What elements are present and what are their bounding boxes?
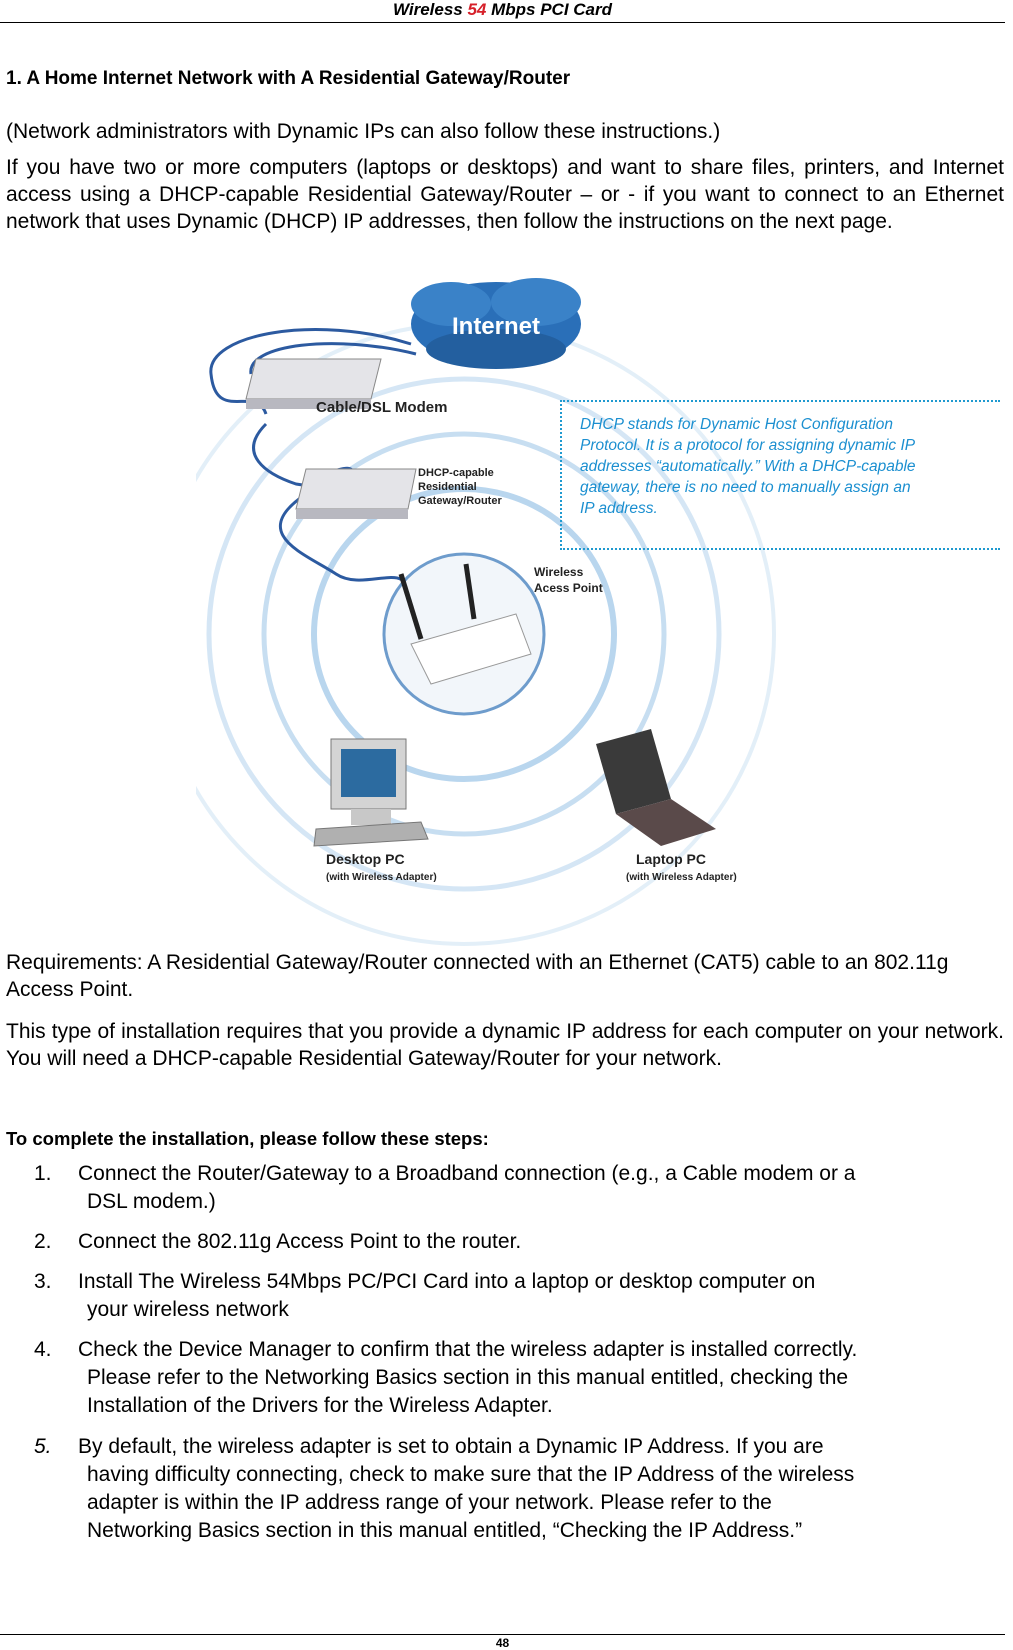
modem-label: Cable/DSL Modem xyxy=(316,399,447,416)
step-item: 3. Install The Wireless 54Mbps PC/PCI Car… xyxy=(34,1268,1009,1324)
callout-line: DHCP stands for Dynamic Host Configurati… xyxy=(580,416,893,433)
intro-body: If you have two or more computers (lapto… xyxy=(6,156,1004,233)
step-text: your wireless network xyxy=(87,1298,289,1321)
modem-cable-2 xyxy=(249,342,417,375)
steps-title: To complete the installation, please fol… xyxy=(6,1128,489,1149)
header-suffix: Mbps PCI Card xyxy=(486,0,613,19)
step-item: 4. Check the Device Manager to confirm th… xyxy=(34,1336,1009,1420)
step-text: Check the Device Manager to confirm that… xyxy=(78,1338,858,1361)
page-number: 48 xyxy=(495,1636,510,1650)
internet-cloud: Internet xyxy=(411,278,581,369)
requirements-text: Requirements: A Residential Gateway/Rout… xyxy=(6,951,949,1001)
install-note: This type of installation requires that … xyxy=(6,1020,1004,1070)
step-text: Installation of the Drivers for the Wire… xyxy=(87,1394,553,1417)
callout-line: IP address. xyxy=(580,500,658,517)
access-point-device xyxy=(382,552,546,716)
step-item: 5. By default, the wireless adapter is se… xyxy=(34,1433,1009,1545)
step-text: Connect the Router/Gateway to a Broadban… xyxy=(78,1162,856,1185)
step-item: 1. Connect the Router/Gateway to a Broadb… xyxy=(34,1160,1009,1216)
desktop-pc-device xyxy=(313,738,429,847)
header-prefix: Wireless xyxy=(392,0,468,19)
dhcp-callout: DHCP stands for Dynamic Host Configurati… xyxy=(560,400,1000,550)
header-accent: 54 xyxy=(467,0,487,19)
step-item: 2. Connect the 802.11g Access Point to th… xyxy=(34,1228,1009,1256)
internet-label: Internet xyxy=(452,313,540,340)
header-divider xyxy=(0,22,1005,23)
step-number: 4. xyxy=(34,1338,52,1361)
step-number: 5. xyxy=(34,1435,52,1458)
step-number: 1. xyxy=(34,1162,52,1185)
modem-device xyxy=(245,358,382,409)
section-title: 1. A Home Internet Network with A Reside… xyxy=(6,68,571,89)
router-label: DHCP-capable Residential Gateway/Router xyxy=(418,467,502,507)
desktop-pc-label: Desktop PC (with Wireless Adapter) xyxy=(326,851,437,883)
ap-cable xyxy=(278,492,409,605)
step-text: By default, the wireless adapter is set … xyxy=(78,1435,824,1458)
step-number: 2. xyxy=(34,1230,52,1253)
page-header: Wireless 54 Mbps PCI Card xyxy=(0,0,1005,20)
network-diagram: Internet Cable/DSL Modem DHCP-capable Re… xyxy=(196,278,776,946)
footer-divider xyxy=(0,1634,1005,1635)
step-text: adapter is within the IP address range o… xyxy=(87,1491,772,1514)
laptop-pc-device xyxy=(596,729,716,846)
step-text: DSL modem.) xyxy=(87,1190,216,1213)
access-point-label: Wireless Acess Point xyxy=(534,565,603,595)
step-text: Networking Basics section in this manual… xyxy=(87,1519,803,1542)
intro-note: (Network administrators with Dynamic IPs… xyxy=(6,120,721,143)
callout-line: Protocol. It is a protocol for assigning… xyxy=(580,437,916,454)
callout-line: gateway, there is no need to manually as… xyxy=(580,479,911,496)
router-device xyxy=(295,468,417,519)
step-text: Connect the 802.11g Access Point to the … xyxy=(78,1230,522,1253)
step-text: Install The Wireless 54Mbps PC/PCI Card … xyxy=(78,1270,816,1293)
step-number: 3. xyxy=(34,1270,52,1293)
callout-line: addresses “automatically.” With a DHCP-c… xyxy=(580,458,916,475)
laptop-pc-label: Laptop PC (with Wireless Adapter) xyxy=(626,851,737,883)
step-text: Please refer to the Networking Basics se… xyxy=(87,1366,849,1389)
step-text: having difficulty connecting, check to m… xyxy=(87,1463,855,1486)
